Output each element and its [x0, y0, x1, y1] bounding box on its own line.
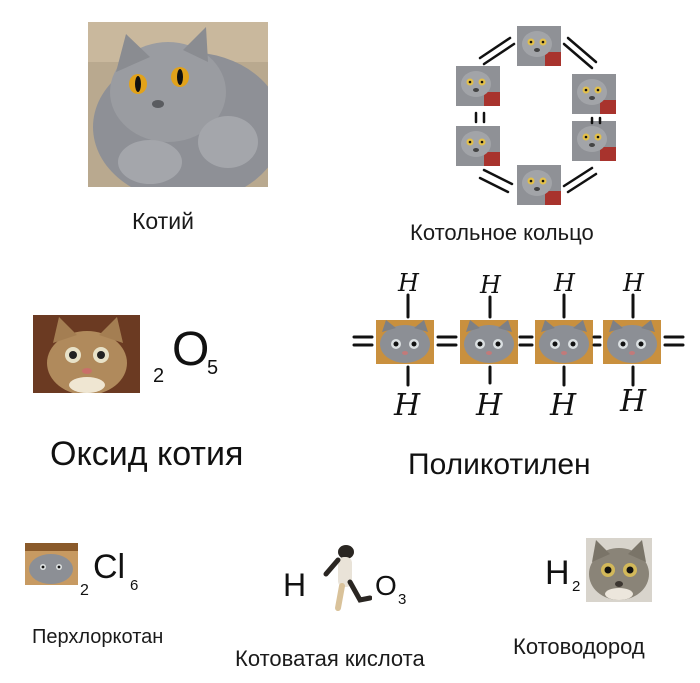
poly-caption: Поликотилен [408, 448, 591, 481]
ring-cat-bottom [517, 165, 561, 205]
poly-cat-4 [603, 320, 661, 364]
oxide-element-o: O [172, 323, 210, 376]
oxide-caption: Оксид котия [50, 435, 244, 473]
acid-subscript-3: 3 [398, 591, 407, 608]
perchlor-caption: Перхлоркотан [32, 626, 164, 648]
ring-cat-upper-right [572, 74, 616, 114]
hydrogen-h: H [545, 554, 570, 592]
acid-h: H [283, 567, 307, 603]
ring-cat-lower-left [456, 126, 500, 166]
ring-cat-top [517, 26, 561, 66]
oxide-subscript-5: 5 [207, 357, 219, 379]
kotiy-caption: Котий [132, 208, 194, 234]
ring-cat-lower-right [572, 121, 616, 161]
poly-h-bottom-2: H [475, 388, 503, 423]
acid-caption: Котоватая кислота [235, 646, 425, 671]
perchlor-element-cl: Cl [93, 548, 126, 586]
poly-h-top-4: H [622, 269, 645, 297]
ring-cat-upper-left [456, 66, 500, 106]
poly-cat-1 [376, 320, 434, 364]
poly-h-top-1: H [397, 269, 420, 297]
perchlor-cat-photo [25, 543, 78, 585]
perchlor-subscript-6: 6 [130, 577, 139, 594]
acid-standing-cat-figure [323, 545, 372, 611]
ring-caption: Котольное кольцо [410, 220, 594, 245]
oxide-subscript-2: 2 [153, 365, 165, 387]
hydrogen-cat-photo [586, 538, 652, 602]
oxide-kitten-photo [33, 315, 140, 393]
poly-h-bottom-1: H [393, 388, 421, 423]
perchlor-subscript-2: 2 [80, 582, 89, 599]
poly-cat-2 [460, 320, 518, 364]
hydrogen-caption: Котоводород [513, 634, 645, 659]
poly-h-top-2: H [479, 271, 502, 299]
acid-element-o: O [375, 570, 397, 601]
kotiy-cat-photo [88, 22, 268, 187]
poly-h-bottom-4: H [619, 384, 647, 419]
poly-h-top-3: H [553, 269, 576, 297]
ring-structure-diagram [456, 26, 616, 205]
hydrogen-subscript-2: 2 [572, 578, 581, 595]
poly-h-bottom-3: H [549, 388, 577, 423]
poly-cat-3 [535, 320, 593, 364]
polymer-chain-diagram: H H H H H H H H [352, 269, 685, 423]
